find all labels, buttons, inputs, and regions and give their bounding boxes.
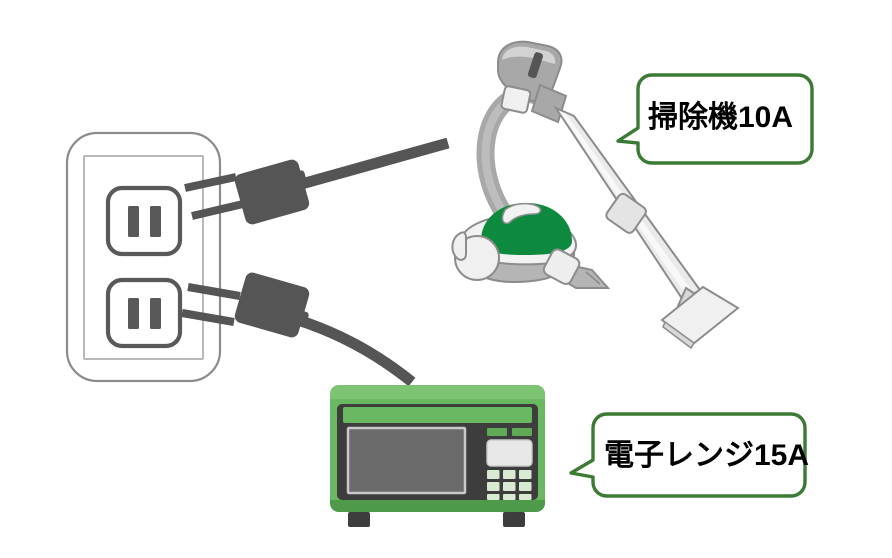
- microwave-door-window[interactable]: [346, 426, 467, 495]
- callout-microwave-shape: [569, 412, 807, 498]
- keypad-button[interactable]: [519, 482, 532, 491]
- vacuum-plug-body: [234, 159, 310, 225]
- microwave-plug-body: [234, 272, 310, 338]
- socket-upper-body: [105, 185, 183, 257]
- microwave-control-panel[interactable]: [486, 428, 533, 500]
- socket-upper-slot-right: [150, 206, 161, 237]
- outlet-socket-lower[interactable]: [105, 277, 183, 349]
- outlet-socket-upper[interactable]: [105, 185, 183, 257]
- microwave-keypad[interactable]: [487, 470, 532, 500]
- vacuum-cleaner[interactable]: [451, 40, 740, 350]
- callout-microwave[interactable]: [569, 412, 807, 498]
- vacuum-lid-latch[interactable]: [501, 202, 542, 225]
- microwave-plug-prongs: [181, 283, 241, 326]
- callout-vacuum[interactable]: [616, 73, 814, 165]
- keypad-button[interactable]: [519, 494, 532, 500]
- microwave-top-surface: [330, 385, 545, 399]
- keypad-button[interactable]: [503, 470, 516, 479]
- microwave-vent-strip: [343, 407, 532, 423]
- vacuum-cord: [296, 137, 450, 191]
- keypad-button[interactable]: [503, 494, 516, 500]
- vacuum-power-switch[interactable]: [527, 51, 544, 79]
- socket-lower-slot-left: [128, 298, 139, 329]
- microwave-foot-left: [348, 512, 370, 527]
- vacuum-plug-prongs: [184, 173, 244, 220]
- vacuum-plug[interactable]: [184, 137, 450, 226]
- vacuum-wand-collar[interactable]: [604, 192, 647, 235]
- vacuum-nozzle-lip: [662, 320, 695, 350]
- keypad-button[interactable]: [503, 482, 516, 491]
- microwave-indicator-bar-left: [487, 428, 507, 436]
- vacuum-floor-nozzle[interactable]: [660, 285, 740, 350]
- keypad-button[interactable]: [487, 470, 500, 479]
- socket-lower-slot-right: [150, 298, 161, 329]
- socket-lower-body: [105, 277, 183, 349]
- callout-microwave-label: 電子レンジ15A: [604, 439, 810, 472]
- microwave-plug[interactable]: [181, 271, 416, 387]
- callout-vacuum-label: 掃除機10A: [648, 101, 794, 134]
- microwave-indicator-bar-right: [512, 428, 532, 436]
- keypad-button[interactable]: [487, 494, 500, 500]
- vacuum-wand-joint-upper: [530, 83, 568, 124]
- microwave-bottom-shade: [330, 500, 545, 512]
- keypad-button[interactable]: [487, 482, 500, 491]
- socket-upper-slot-left: [128, 206, 139, 237]
- vacuum-bumper: [451, 231, 467, 261]
- vacuum-hose-collar: [500, 85, 532, 114]
- microwave-foot-right: [503, 512, 525, 527]
- vacuum-hose-port: [542, 248, 581, 285]
- duplex-wall-outlet[interactable]: [65, 131, 222, 383]
- callout-vacuum-shape: [616, 73, 814, 165]
- microwave-oven[interactable]: [330, 385, 545, 527]
- vacuum-stub-line: [585, 271, 601, 285]
- microwave-display: [486, 439, 533, 467]
- keypad-button[interactable]: [519, 470, 532, 479]
- microwave-cord: [296, 314, 416, 387]
